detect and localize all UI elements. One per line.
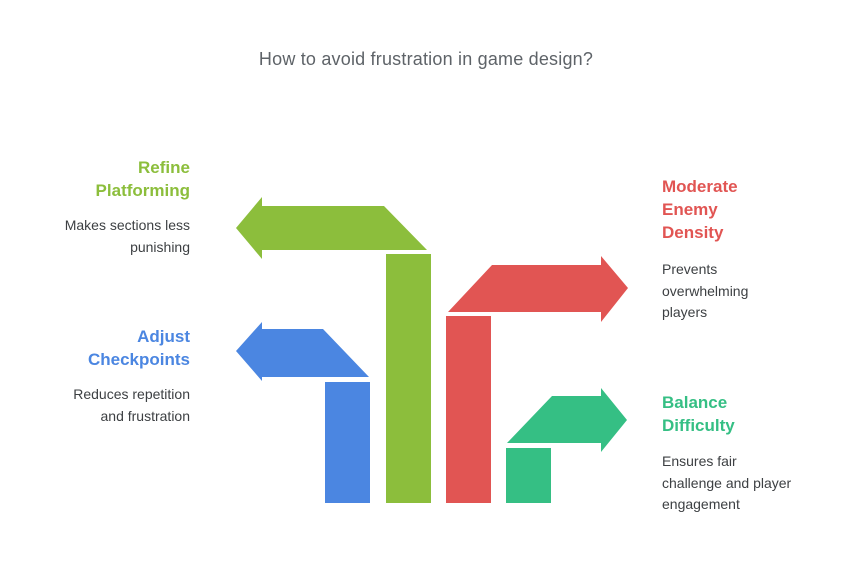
refine-platforming-heading: Refine Platforming [95, 158, 190, 200]
moderate-enemy-density-arrow [446, 256, 628, 503]
adjust-checkpoints-column [325, 382, 370, 503]
moderate-enemy-density-description: Prevents overwhelming players [662, 261, 749, 320]
balance-difficulty-arrow [506, 388, 627, 503]
moderate-enemy-density-column [446, 316, 491, 503]
refine-platforming-column [386, 254, 431, 503]
refine-platforming-arrow [236, 197, 431, 503]
moderate-enemy-density-heading: Moderate Enemy Density [662, 177, 738, 242]
adjust-checkpoints-ribbon [236, 322, 369, 381]
balance-difficulty-heading: Balance Difficulty [662, 393, 735, 435]
refine-platforming-label: Refine Platforming Makes sections less p… [20, 156, 190, 258]
adjust-checkpoints-arrow [236, 322, 370, 503]
page-title: How to avoid frustration in game design? [258, 49, 594, 69]
moderate-enemy-density-label: Moderate Enemy Density Prevents overwhel… [662, 175, 812, 324]
refine-platforming-ribbon [236, 197, 427, 259]
balance-difficulty-ribbon [507, 388, 627, 452]
adjust-checkpoints-description: Reduces repetition and frustration [73, 386, 190, 424]
refine-platforming-description: Makes sections less punishing [64, 217, 190, 255]
balance-difficulty-description: Ensures fair challenge and player engage… [662, 453, 792, 512]
moderate-enemy-density-ribbon [448, 256, 628, 322]
balance-difficulty-column [506, 448, 551, 503]
adjust-checkpoints-label: Adjust Checkpoints Reduces repetition an… [20, 325, 190, 427]
adjust-checkpoints-heading: Adjust Checkpoints [87, 327, 190, 369]
balance-difficulty-label: Balance Difficulty Ensures fair challeng… [662, 391, 834, 516]
